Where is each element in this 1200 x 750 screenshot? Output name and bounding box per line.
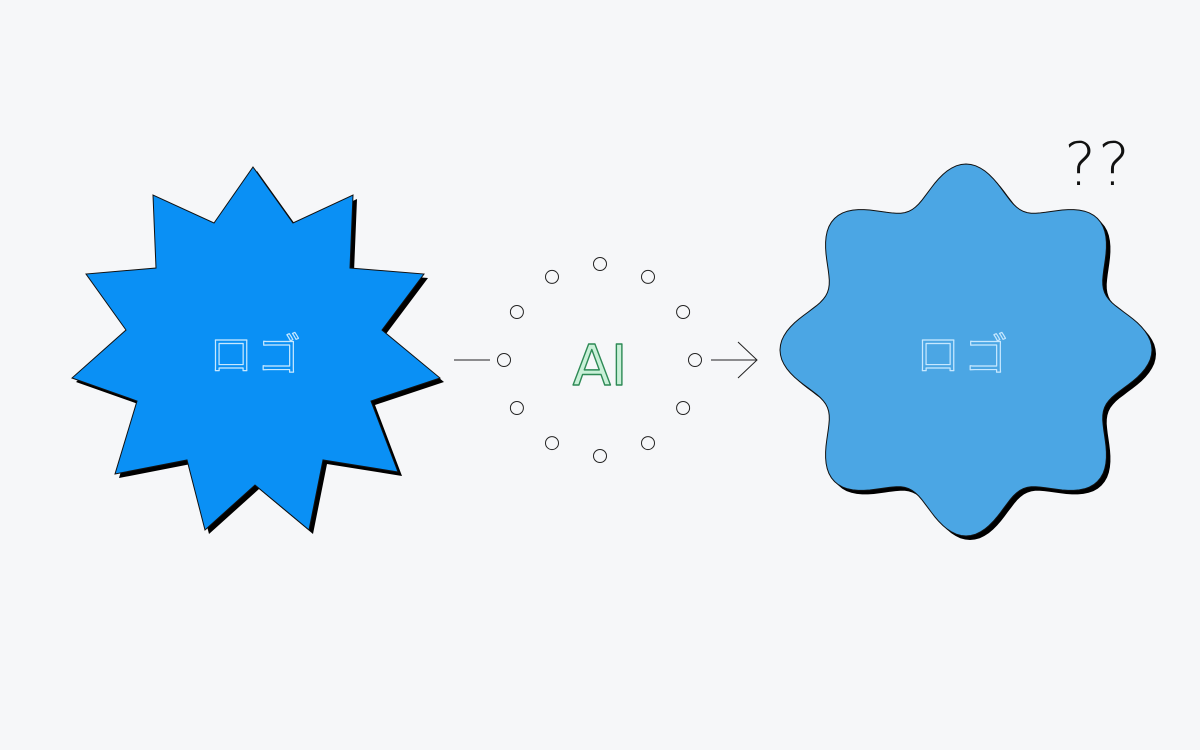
arrow-head-icon bbox=[737, 341, 758, 379]
right-logo: ロゴ bbox=[779, 163, 1156, 540]
ai-ring-dot bbox=[676, 401, 691, 415]
ai-dot-ring bbox=[509, 257, 691, 463]
ai-ring-dot bbox=[593, 257, 607, 271]
question-marks: ?? bbox=[1064, 130, 1132, 200]
right-logo-blob bbox=[779, 163, 1153, 537]
ai-ring-dot bbox=[676, 305, 691, 319]
left-logo: ロゴ bbox=[71, 166, 444, 534]
left-logo-star bbox=[71, 166, 442, 531]
ai-ring-dot bbox=[593, 449, 607, 463]
ai-ring-dot bbox=[509, 401, 524, 415]
connector-left-node bbox=[497, 353, 511, 367]
ai-label: AI bbox=[573, 334, 628, 399]
ai-ring-dot bbox=[545, 436, 559, 451]
connector-right-node bbox=[688, 353, 702, 367]
left-logo-label: ロゴ bbox=[209, 330, 305, 381]
ai-ring-dot bbox=[509, 305, 524, 319]
ai-ring-dot bbox=[641, 269, 655, 284]
right-logo-label: ロゴ bbox=[916, 330, 1012, 381]
ai-ring-dot bbox=[545, 269, 559, 284]
ai-ring-dot bbox=[641, 436, 655, 451]
